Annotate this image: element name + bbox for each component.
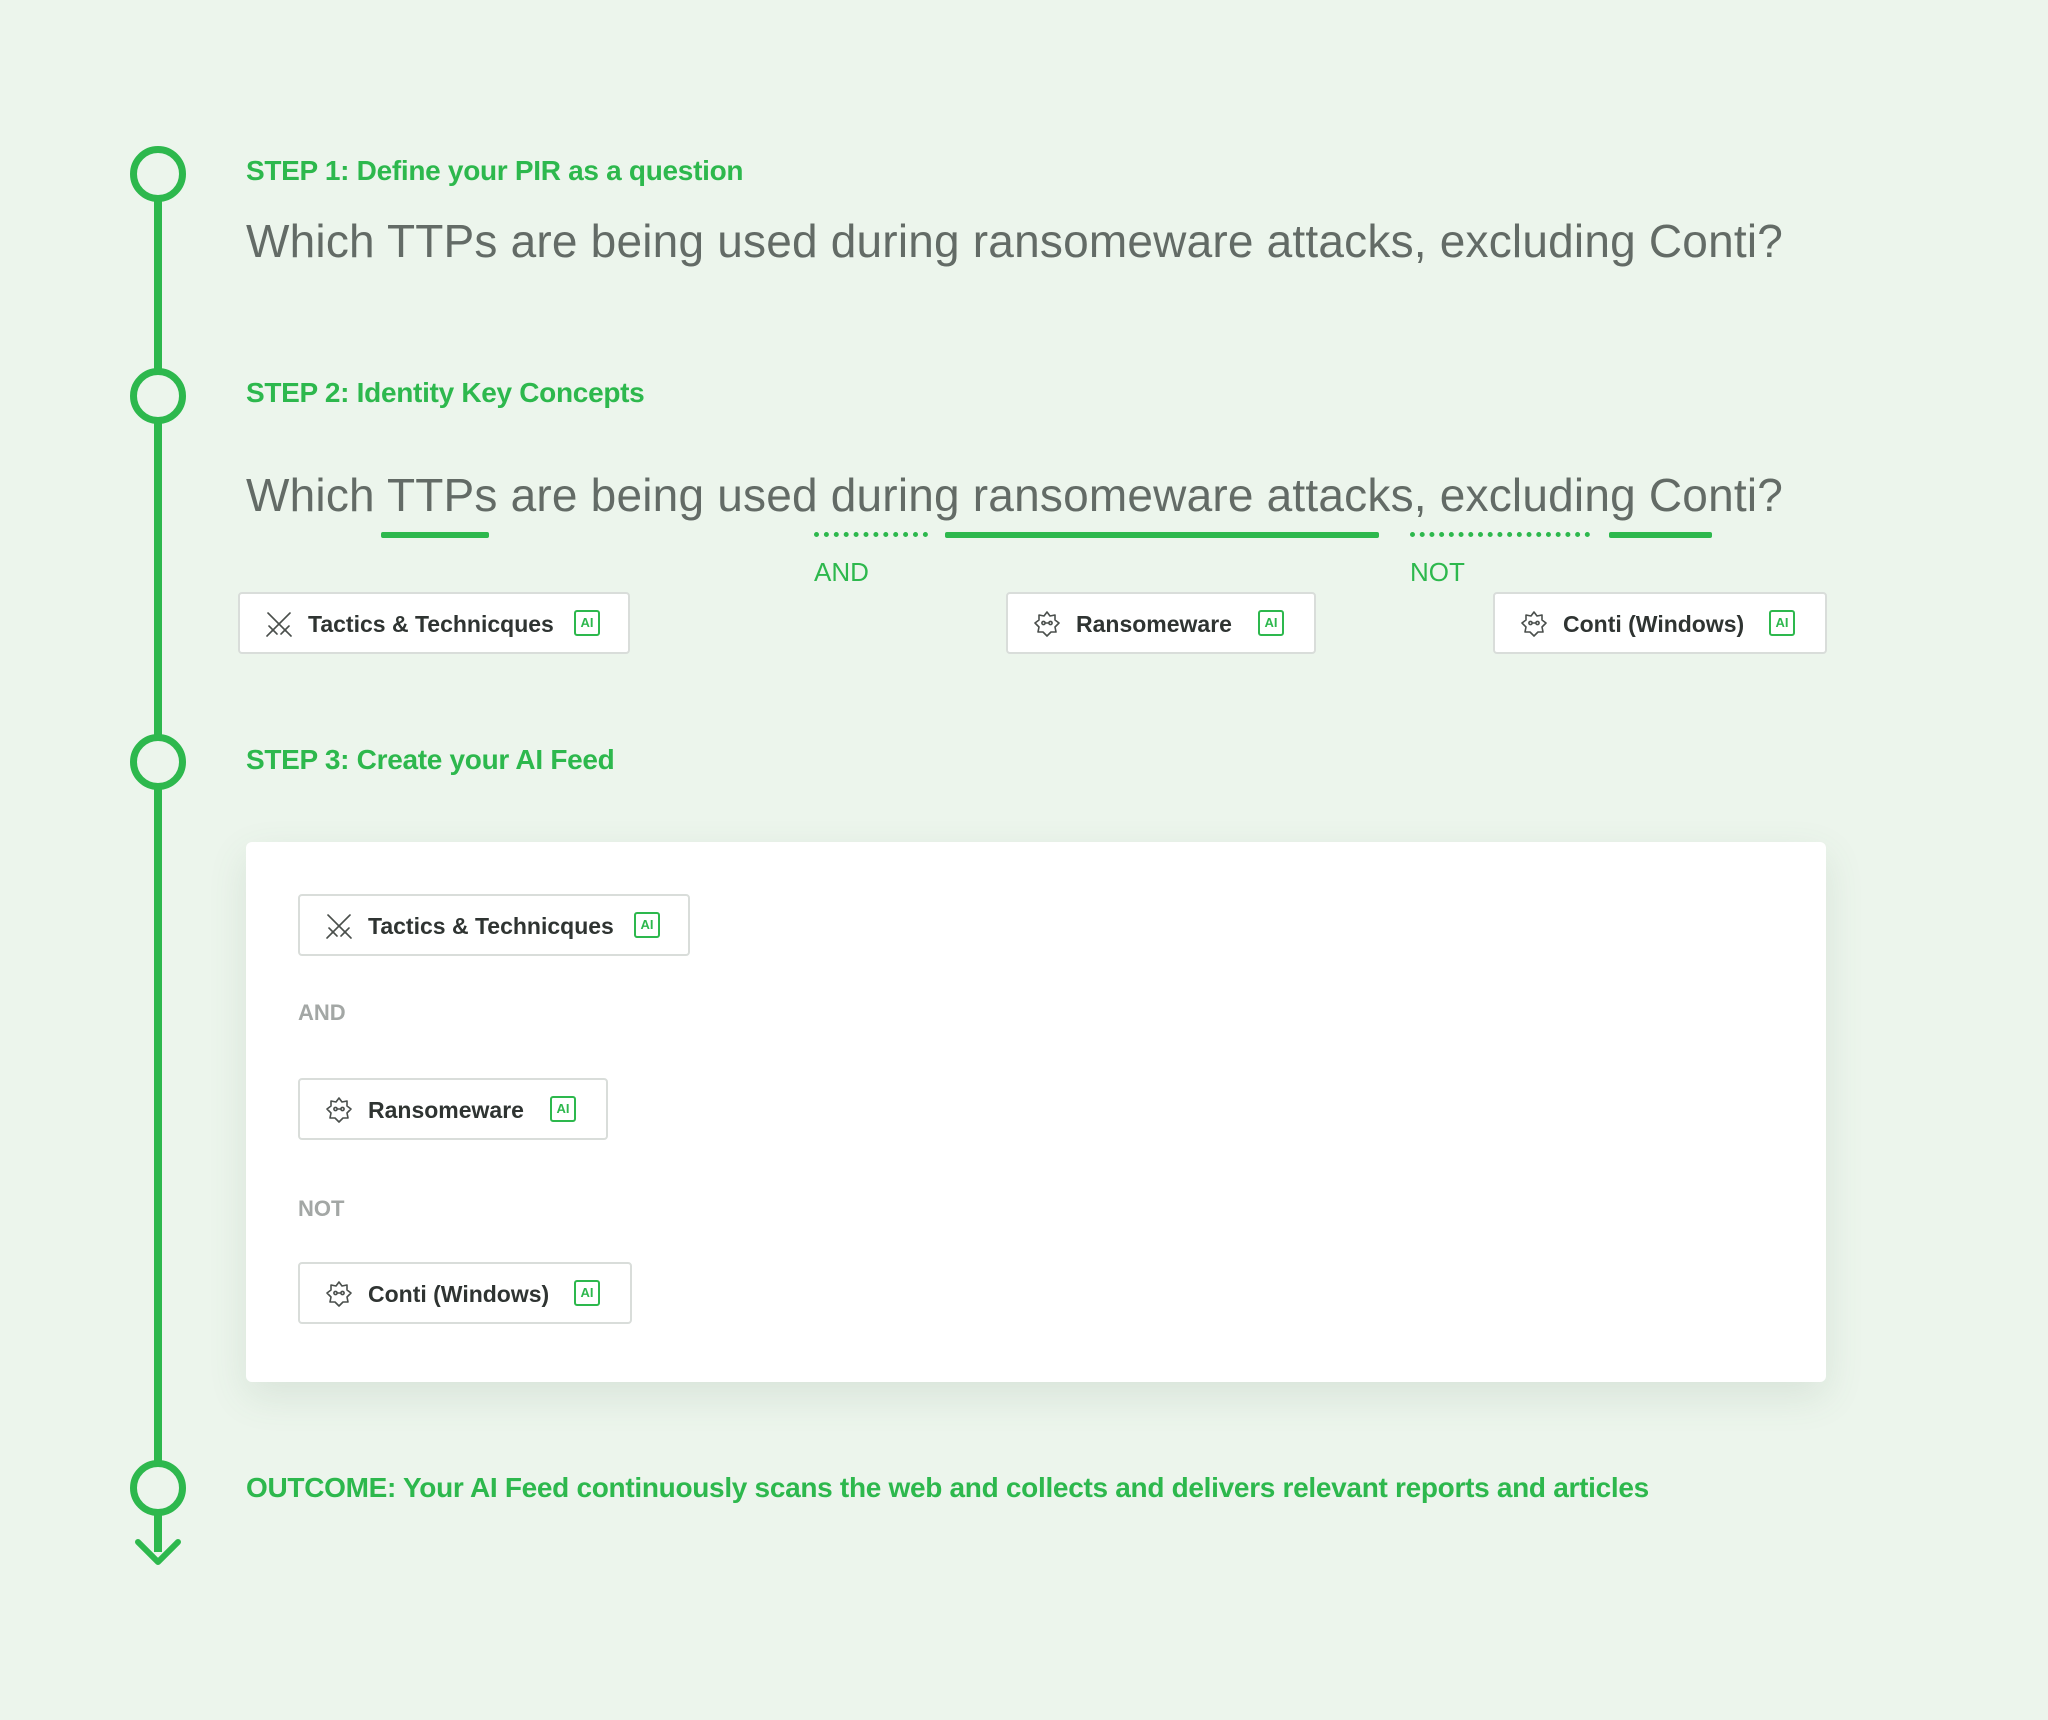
underline-excluding [1410,532,1590,537]
ai-badge: AI [1258,610,1284,636]
underline-ransomeware-attacks [945,532,1379,538]
and-operator-label: AND [814,557,869,587]
concept-chip-tactics[interactable]: Tactics & Technicques AI [238,592,630,654]
step-1-question: Which TTPs are being used during ransome… [246,215,1784,267]
outcome-node [130,1460,186,1516]
crossed-swords-icon [326,914,352,939]
malware-bug-icon [1521,611,1547,637]
feed-chip-ransomeware[interactable]: Ransomeware AI [298,1078,608,1140]
concept-chip-ransomeware[interactable]: Ransomeware AI [1006,592,1316,654]
feed-chip-tactics[interactable]: Tactics & Technicques AI [298,894,690,956]
chip-label: Conti (Windows) [368,1281,550,1307]
not-operator-label: NOT [1410,557,1465,587]
step-2-question: Which TTPs are being used during ransome… [246,469,1784,521]
ai-badge: AI [574,1280,600,1306]
underline-during [814,532,928,537]
ai-badge: AI [574,610,600,636]
concept-chip-conti[interactable]: Conti (Windows) AI [1493,592,1827,654]
malware-bug-icon [1034,611,1060,637]
underline-conti [1609,532,1712,538]
feed-not-operator: NOT [298,1196,345,1221]
feed-chip-conti[interactable]: Conti (Windows) AI [298,1262,632,1324]
step-3-title: STEP 3: Create your AI Feed [246,744,615,775]
ai-badge: AI [550,1096,576,1122]
crossed-swords-icon [266,612,292,637]
step-2-title: STEP 2: Identity Key Concepts [246,377,645,408]
underline-ttps [381,532,489,538]
malware-bug-icon [326,1281,352,1307]
chip-label: Tactics & Technicques [308,611,554,637]
ai-feed-panel: Tactics & Technicques AI AND Ransomeware… [246,842,1826,1382]
step-1-title: STEP 1: Define your PIR as a question [246,155,744,186]
chip-label: Ransomeware [1076,611,1232,637]
chip-label: Conti (Windows) [1563,611,1745,637]
step-3-node [130,734,186,790]
feed-and-operator: AND [298,1000,346,1025]
timeline-arrow-icon [135,1539,181,1565]
outcome-text: OUTCOME: Your AI Feed continuously scans… [246,1472,1649,1503]
chip-label: Ransomeware [368,1097,524,1123]
step-2-node [130,368,186,424]
malware-bug-icon [326,1097,352,1123]
ai-badge: AI [634,912,660,938]
chip-label: Tactics & Technicques [368,913,614,939]
ai-badge: AI [1769,610,1795,636]
step-1-node [130,146,186,202]
timeline-line [154,172,162,1552]
